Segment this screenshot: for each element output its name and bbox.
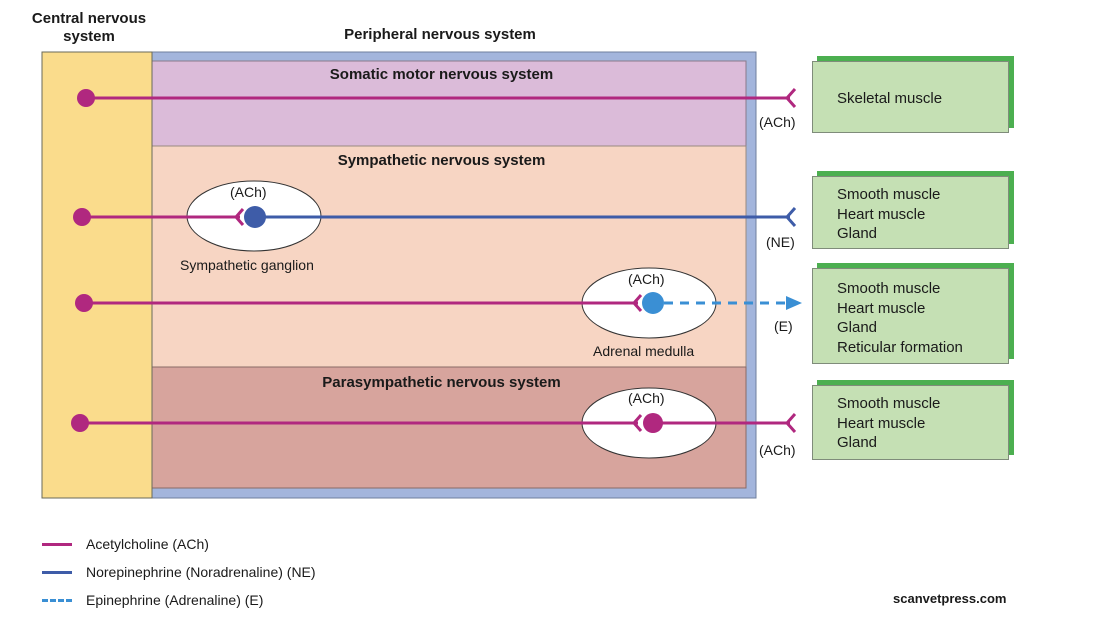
target-item: Smooth muscle (837, 395, 941, 412)
somatic-terminal (784, 88, 797, 108)
legend-ne-swatch (42, 570, 72, 574)
sympathetic-transmitter: (NE) (766, 234, 795, 250)
parasympathetic-preganglionic-soma (71, 414, 89, 432)
legend-e: Epinephrine (Adrenaline) (E) (42, 592, 263, 608)
legend-ne: Norepinephrine (Noradrenaline) (NE) (42, 564, 316, 580)
parasympathetic-postganglionic-terminal (784, 413, 797, 433)
target-item: Skeletal muscle (837, 90, 943, 107)
sympathetic-postganglionic-soma (244, 206, 266, 228)
epinephrine-arrowhead (786, 296, 802, 310)
adrenal-transmitter: (E) (774, 318, 793, 334)
parasympathetic-ganglion-ach: (ACh) (628, 390, 665, 406)
parasympathetic-preganglionic-terminal (632, 414, 643, 432)
adrenal-preganglionic-soma (75, 294, 93, 312)
target-item: Gland (837, 225, 878, 242)
somatic-title: Somatic motor nervous system (329, 66, 554, 83)
somatic-neuron-soma (77, 89, 95, 107)
parasympathetic-transmitter: (ACh) (759, 442, 796, 458)
legend-ach-label: Acetylcholine (ACh) (86, 536, 209, 552)
adrenal-preganglionic-terminal (632, 294, 643, 312)
pns-header: Peripheral nervous system (344, 26, 536, 43)
target-sympathetic-effectors: Smooth muscle Heart muscle Gland (812, 176, 1009, 249)
target-item: Reticular formation (837, 338, 963, 356)
adrenal-chromaffin-cell (642, 292, 664, 314)
adrenal-medulla-label: Adrenal medulla (593, 343, 695, 359)
legend-ach: Acetylcholine (ACh) (42, 536, 209, 552)
sympathetic-preganglionic-soma (73, 208, 91, 226)
adrenal-medulla-ach: (ACh) (628, 271, 665, 287)
parasympathetic-title: Parasympathetic nervous system (322, 374, 561, 391)
target-item: Heart muscle (837, 414, 926, 432)
sympathetic-ganglion-ach: (ACh) (230, 184, 267, 200)
legend-e-label: Epinephrine (Adrenaline) (E) (86, 592, 264, 608)
sympathetic-postganglionic-terminal (784, 207, 797, 227)
target-item: Smooth muscle (837, 280, 941, 297)
target-item: Gland (837, 319, 878, 336)
sympathetic-title: Sympathetic nervous system (337, 152, 546, 169)
target-adrenal-effectors: Smooth muscle Heart muscle Gland Reticul… (812, 268, 1009, 364)
sympathetic-preganglionic-terminal (234, 208, 245, 226)
target-item: Heart muscle (837, 205, 926, 223)
watermark: scanvetpress.com (893, 591, 1007, 606)
target-item: Smooth muscle (837, 186, 941, 203)
cns-header: Central nervous system (31, 10, 147, 45)
legend-ne-label: Norepinephrine (Noradrenaline) (NE) (86, 564, 316, 580)
target-skeletal-muscle: Skeletal muscle (812, 61, 1009, 133)
legend-ach-swatch (42, 542, 72, 546)
parasympathetic-postganglionic-soma (643, 413, 663, 433)
legend-e-swatch (42, 598, 72, 602)
target-parasympathetic-effectors: Smooth muscle Heart muscle Gland (812, 385, 1009, 460)
somatic-transmitter: (ACh) (759, 114, 796, 130)
target-item: Gland (837, 434, 878, 451)
cns-column (41, 51, 153, 499)
target-item: Heart muscle (837, 299, 926, 317)
sympathetic-ganglion-label: Sympathetic ganglion (180, 257, 314, 273)
